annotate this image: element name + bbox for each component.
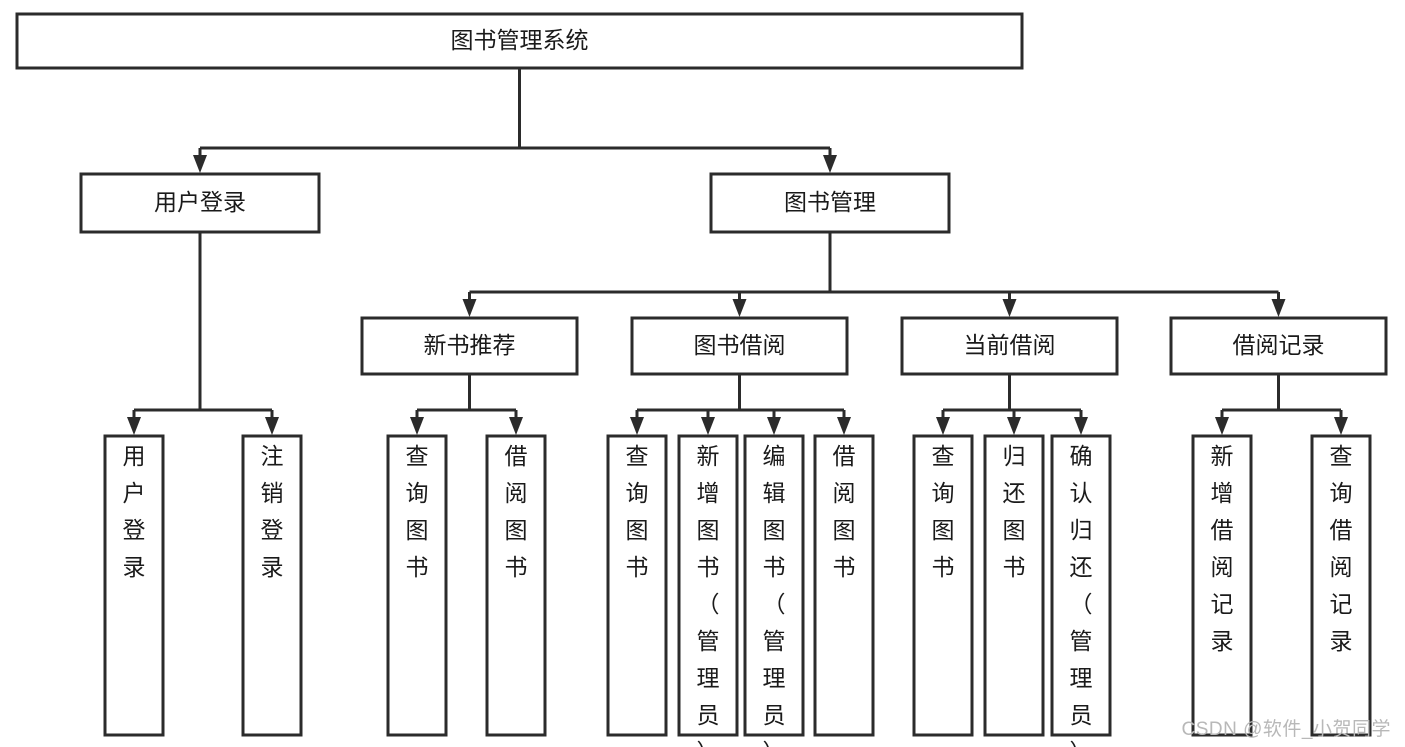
node-box	[677, 434, 739, 737]
arrow-head-icon	[193, 155, 207, 173]
arrow-head-icon	[1002, 299, 1017, 317]
arrow-head-icon	[1271, 299, 1286, 317]
node-box	[1310, 434, 1372, 737]
node-box	[79, 172, 321, 234]
node-leaf-add-book[interactable]: 新增图书（管理员）	[677, 434, 739, 747]
node-label: 注销登录	[261, 443, 284, 580]
node-root[interactable]: 图书管理系统	[15, 12, 1024, 70]
arrow-head-icon	[462, 299, 477, 317]
nodes-layer: 图书管理系统用户登录图书管理新书推荐图书借阅当前借阅借阅记录用户登录注销登录查询…	[15, 12, 1388, 747]
node-box	[15, 12, 1024, 70]
arrow-head-icon	[1215, 417, 1229, 435]
arrow-head-icon	[127, 417, 141, 435]
node-label: 查询图书	[626, 443, 649, 580]
node-leaf-query-book-2[interactable]: 查询图书	[606, 434, 668, 737]
node-box	[360, 316, 579, 376]
node-leaf-borrow-book-2[interactable]: 借阅图书	[813, 434, 875, 737]
node-box	[386, 434, 448, 737]
node-box	[1169, 316, 1388, 376]
node-leaf-edit-book[interactable]: 编辑图书（管理员）	[743, 434, 805, 747]
node-label: 图书管理	[784, 189, 876, 215]
node-leaf-borrow-book-1[interactable]: 借阅图书	[485, 434, 547, 737]
node-box	[709, 172, 951, 234]
node-label: 新增借阅记录	[1211, 443, 1234, 654]
node-box	[912, 434, 974, 737]
node-label: 图书管理系统	[451, 27, 589, 53]
node-label: 查询图书	[406, 443, 429, 580]
node-leaf-logout[interactable]: 注销登录	[241, 434, 303, 737]
node-label: 图书借阅	[694, 332, 786, 358]
connectors-layer	[127, 68, 1348, 435]
arrow-head-icon	[936, 417, 950, 435]
node-box	[630, 316, 849, 376]
node-label: 借阅记录	[1233, 332, 1325, 358]
node-label: 借阅图书	[833, 443, 856, 580]
node-user-login[interactable]: 用户登录	[79, 172, 321, 234]
node-label: 新增图书（管理员）	[697, 443, 720, 747]
node-leaf-return-book[interactable]: 归还图书	[983, 434, 1045, 737]
node-label: 编辑图书（管理员）	[763, 443, 786, 747]
node-label: 借阅图书	[505, 443, 528, 580]
arrow-head-icon	[1074, 417, 1088, 435]
node-leaf-query-book-3[interactable]: 查询图书	[912, 434, 974, 737]
arrow-head-icon	[823, 155, 837, 173]
node-box	[813, 434, 875, 737]
node-label: 用户登录	[154, 189, 246, 215]
node-label: 查询借阅记录	[1330, 443, 1353, 654]
node-label: 确认归还（管理员）	[1070, 443, 1093, 747]
arrow-head-icon	[410, 417, 424, 435]
node-box	[1050, 434, 1112, 737]
arrow-head-icon	[701, 417, 715, 435]
node-leaf-query-record[interactable]: 查询借阅记录	[1310, 434, 1372, 737]
node-current-borrow[interactable]: 当前借阅	[900, 316, 1119, 376]
node-box	[241, 434, 303, 737]
arrow-head-icon	[1334, 417, 1348, 435]
node-book-manage[interactable]: 图书管理	[709, 172, 951, 234]
arrow-head-icon	[265, 417, 279, 435]
node-box	[485, 434, 547, 737]
arrow-head-icon	[837, 417, 851, 435]
node-box	[1191, 434, 1253, 737]
node-box	[743, 434, 805, 737]
node-box	[983, 434, 1045, 737]
node-leaf-confirm-return[interactable]: 确认归还（管理员）	[1050, 434, 1112, 747]
node-box	[900, 316, 1119, 376]
node-book-borrow[interactable]: 图书借阅	[630, 316, 849, 376]
arrow-head-icon	[732, 299, 747, 317]
node-label: 查询图书	[932, 443, 955, 580]
node-box	[606, 434, 668, 737]
node-label: 归还图书	[1003, 443, 1026, 580]
node-new-book-rec[interactable]: 新书推荐	[360, 316, 579, 376]
node-borrow-record[interactable]: 借阅记录	[1169, 316, 1388, 376]
node-label: 用户登录	[123, 443, 146, 580]
arrow-head-icon	[509, 417, 523, 435]
arrow-head-icon	[630, 417, 644, 435]
node-leaf-query-book-1[interactable]: 查询图书	[386, 434, 448, 737]
arrow-head-icon	[1007, 417, 1021, 435]
node-box	[103, 434, 165, 737]
node-leaf-user-login[interactable]: 用户登录	[103, 434, 165, 737]
node-label: 当前借阅	[964, 332, 1056, 358]
node-leaf-add-record[interactable]: 新增借阅记录	[1191, 434, 1253, 737]
csdn-watermark: CSDN @软件_小贺同学	[1181, 719, 1391, 740]
arrow-head-icon	[767, 417, 781, 435]
node-label: 新书推荐	[424, 332, 516, 358]
